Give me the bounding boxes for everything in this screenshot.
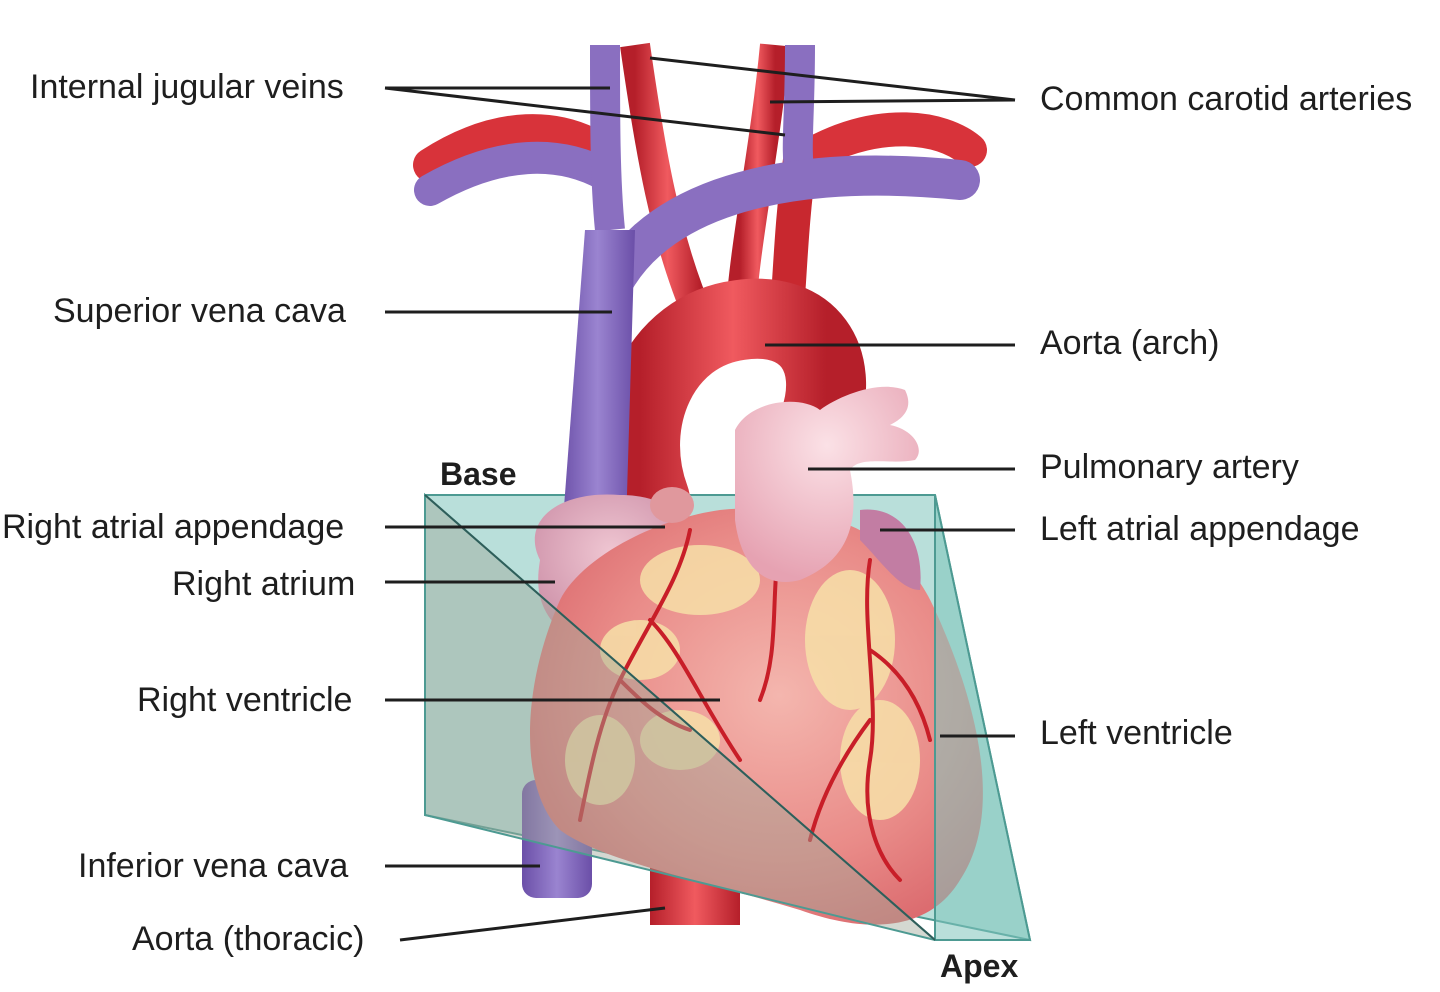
label-base: Base [440,456,517,492]
label-superior-vena-cava: Superior vena cava [53,292,346,330]
aortic-arch [600,278,867,540]
leader-lines [384,56,1016,942]
label-left-atrial-appendage: Left atrial appendage [1040,510,1360,548]
left-internal-jugular [782,44,815,178]
plane-diagonal [424,494,936,941]
left-brachiocephalic-vein [414,141,621,206]
frontal-plane-edge [934,494,1032,941]
label-left-ventricle: Left ventricle [1040,714,1233,752]
pulmonary-artery-shape [735,386,919,582]
right-subclavian-artery [413,114,617,182]
label-inferior-vena-cava: Inferior vena cava [78,847,349,885]
label-internal-jugular-veins: Internal jugular veins [30,68,344,106]
label-right-ventricle: Right ventricle [137,681,353,719]
label-aorta-thoracic: Aorta (thoracic) [132,920,365,958]
label-right-atrium: Right atrium [172,565,356,603]
right-common-carotid [620,42,714,327]
left-subclavian-artery [803,112,987,167]
aortic-root [650,487,694,523]
label-common-carotid-arteries: Common carotid arteries [1040,80,1413,118]
label-aorta-arch: Aorta (arch) [1040,324,1220,362]
label-apex: Apex [940,948,1019,984]
label-right-atrial-appendage: Right atrial appendage [2,508,345,546]
epicardial-fat [565,545,920,820]
right-internal-jugular [590,44,625,232]
label-pulmonary-artery: Pulmonary artery [1040,448,1299,486]
